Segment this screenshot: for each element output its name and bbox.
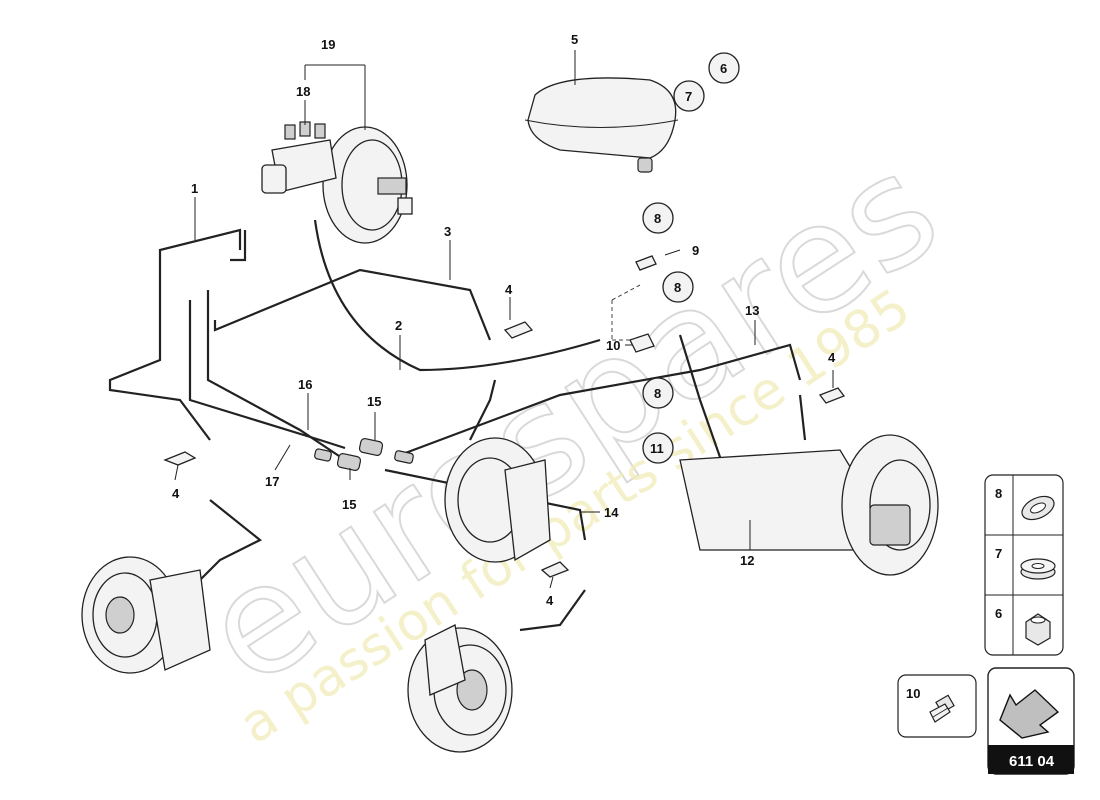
- callout-8-low: 8: [654, 386, 661, 401]
- washer-icon: [1020, 558, 1056, 580]
- pipe-unions: [314, 438, 414, 471]
- callout-4-left: 4: [172, 486, 180, 501]
- callout-7: 7: [685, 89, 692, 104]
- callout-labels: 1 2 3 4 4 4 4 5 6 7 8 8 8 9 10 11 12 13 …: [172, 32, 836, 608]
- callout-11: 11: [650, 441, 664, 456]
- bleed-screw-icon: [929, 694, 955, 723]
- callout-4-bottom: 4: [546, 593, 554, 608]
- callout-18: 18: [296, 84, 310, 99]
- callout-10: 10: [606, 338, 620, 353]
- brake-lines: [108, 219, 807, 632]
- sealing-ring-icon: [1021, 495, 1055, 521]
- page-reference[interactable]: 611 04: [987, 667, 1075, 775]
- arrow-icon: [999, 689, 1060, 739]
- brake-booster-assembly: [261, 121, 413, 244]
- callout-16: 16: [298, 377, 312, 392]
- callout-14: 14: [604, 505, 619, 520]
- callout-15-bottom: 15: [342, 497, 356, 512]
- watermark: eurospares a passion for parts since 198…: [174, 120, 968, 756]
- callout-2: 2: [395, 318, 402, 333]
- page-code-label: 611 04: [1009, 753, 1055, 770]
- fittings-8-9-10: [611, 255, 657, 353]
- watermark-brand: eurospares: [175, 121, 967, 720]
- callout-15-top: 15: [367, 394, 381, 409]
- callout-9: 9: [692, 243, 699, 258]
- circled-callouts: [642, 52, 740, 464]
- callout-4-right: 4: [828, 350, 836, 365]
- nut-icon: [1025, 613, 1051, 646]
- legend-label-7: 7: [995, 546, 1002, 561]
- brake-fluid-reservoir: [524, 77, 679, 173]
- callout-19: 19: [321, 37, 335, 52]
- callout-8-top: 8: [654, 211, 661, 226]
- callout-3: 3: [444, 224, 451, 239]
- callout-17: 17: [265, 474, 279, 489]
- callout-6: 6: [720, 61, 727, 76]
- legend-label-6: 6: [995, 606, 1002, 621]
- pipe-clips: [163, 321, 846, 578]
- legend-label-10: 10: [906, 686, 920, 701]
- rear-left-brake: [407, 624, 513, 753]
- rear-axle-assembly: [679, 434, 939, 576]
- legend-label-8: 8: [995, 486, 1002, 501]
- front-left-brake: [81, 556, 211, 674]
- parts-legend: 8 7 6: [984, 474, 1064, 656]
- leader-lines: [174, 50, 834, 589]
- callout-4-top: 4: [505, 282, 513, 297]
- callout-12: 12: [740, 553, 754, 568]
- callout-8-mid: 8: [674, 280, 681, 295]
- front-right-brake: [444, 437, 551, 563]
- callout-1: 1: [191, 181, 198, 196]
- screw-legend: 10: [897, 674, 977, 738]
- callout-5: 5: [571, 32, 578, 47]
- callout-13: 13: [745, 303, 759, 318]
